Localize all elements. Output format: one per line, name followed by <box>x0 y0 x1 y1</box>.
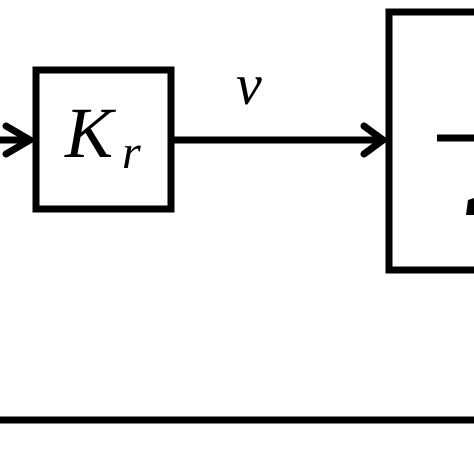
next-block <box>385 8 474 274</box>
next-block-partial-glyph <box>466 198 474 215</box>
signal-v-arrowhead <box>360 122 387 158</box>
gain-block-subscript: r <box>122 126 141 179</box>
signal-v-label: v <box>236 52 262 117</box>
gain-block-symbol: K <box>64 93 117 173</box>
input-arrowhead <box>2 122 34 158</box>
